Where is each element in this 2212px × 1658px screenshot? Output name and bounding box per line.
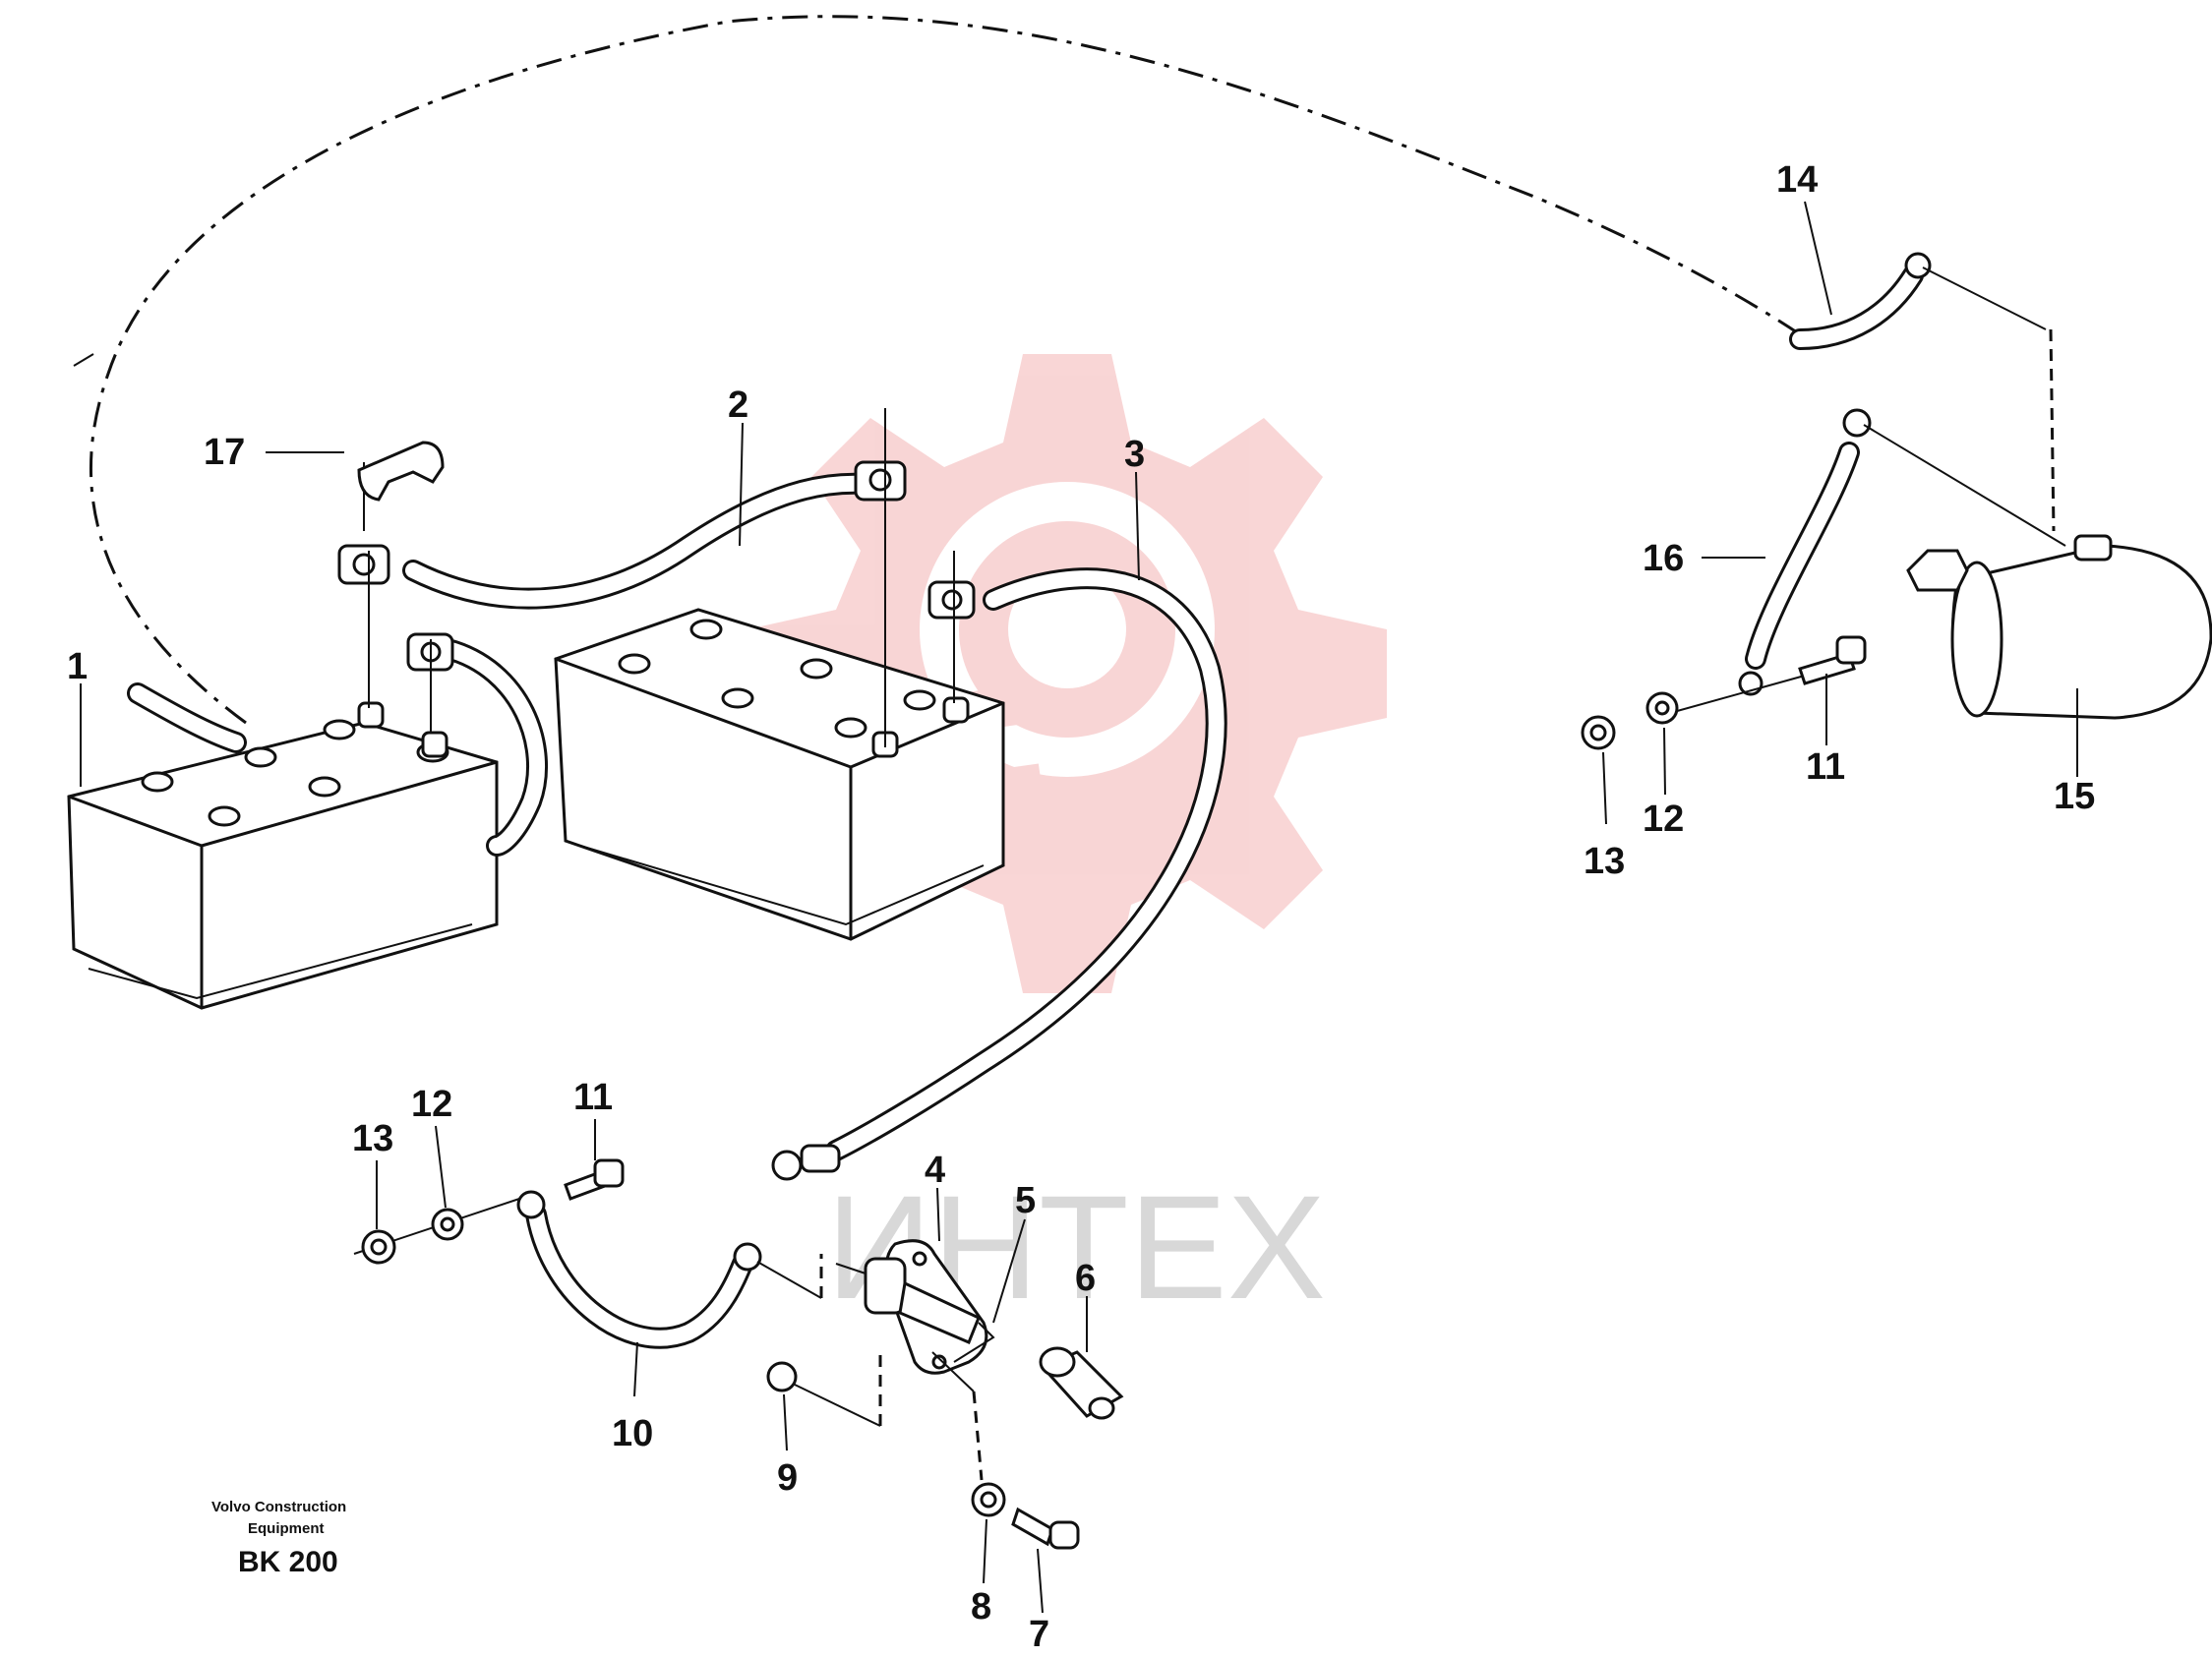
battery-right bbox=[554, 608, 1005, 941]
callout-15: 15 bbox=[2054, 776, 2095, 817]
callout-12-left: 12 bbox=[411, 1084, 452, 1125]
harness-dashed-route bbox=[89, 15, 1801, 725]
callout-17: 17 bbox=[204, 432, 245, 473]
fasteners-right bbox=[1581, 635, 1867, 750]
callout-4: 4 bbox=[925, 1150, 945, 1191]
callout-10: 10 bbox=[612, 1413, 653, 1454]
washer-screw bbox=[931, 1351, 1080, 1550]
callout-11-left: 11 bbox=[573, 1077, 613, 1118]
callout-8: 8 bbox=[971, 1586, 991, 1628]
fasteners-left bbox=[353, 1158, 625, 1265]
callout-1: 1 bbox=[67, 646, 88, 687]
callout-9: 9 bbox=[777, 1457, 798, 1499]
callout-5: 5 bbox=[1015, 1180, 1036, 1221]
callout-2: 2 bbox=[728, 385, 748, 426]
callout-11-right: 11 bbox=[1806, 746, 1845, 788]
callout-14: 14 bbox=[1776, 159, 1818, 201]
terminal-cover bbox=[357, 441, 445, 502]
battery-left bbox=[67, 701, 499, 1010]
callout-13-left: 13 bbox=[352, 1118, 393, 1159]
nut bbox=[766, 1352, 882, 1427]
callout-16: 16 bbox=[1643, 538, 1684, 579]
switch-knob bbox=[1039, 1346, 1124, 1420]
callout-7: 7 bbox=[1029, 1614, 1049, 1655]
callout-6: 6 bbox=[1075, 1258, 1096, 1299]
starter-motor bbox=[1906, 534, 2212, 720]
callout-3: 3 bbox=[1124, 434, 1145, 475]
caption-line1: Volvo Construction bbox=[211, 1499, 346, 1515]
caption-code: BK 200 bbox=[238, 1546, 338, 1578]
callout-13-right: 13 bbox=[1584, 841, 1625, 882]
battery-switch bbox=[835, 1239, 995, 1375]
callout-12-right: 12 bbox=[1643, 799, 1684, 840]
callout-leaders bbox=[80, 201, 2078, 1614]
caption-line2: Equipment bbox=[248, 1520, 325, 1537]
